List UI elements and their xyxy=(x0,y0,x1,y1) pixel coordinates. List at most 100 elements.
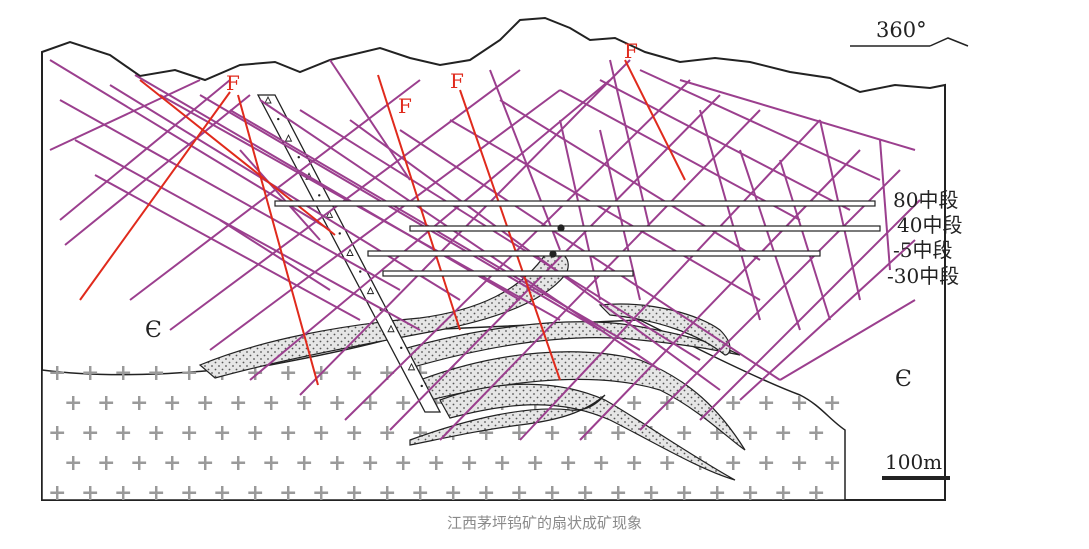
svg-text:+: + xyxy=(312,480,330,506)
svg-text:+: + xyxy=(64,390,82,416)
svg-text:+: + xyxy=(180,480,198,506)
svg-text:+: + xyxy=(180,360,198,386)
svg-text:+: + xyxy=(460,450,478,476)
svg-text:+: + xyxy=(48,480,66,506)
svg-text:+: + xyxy=(279,420,297,446)
svg-text:+: + xyxy=(328,390,346,416)
svg-text:+: + xyxy=(394,390,412,416)
svg-text:+: + xyxy=(295,450,313,476)
svg-text:+: + xyxy=(807,420,825,446)
level-neg5-tunnel xyxy=(367,250,821,257)
svg-text:+: + xyxy=(757,390,775,416)
fault-set xyxy=(79,59,686,386)
svg-text:+: + xyxy=(526,450,544,476)
level-neg30-tunnel xyxy=(382,270,634,277)
svg-text:+: + xyxy=(295,390,313,416)
granite-cross-pattern: + + + + + + + + + + + + + + + + + + + + + + + + + + + + + + + + + + + + + + + +… xyxy=(48,360,841,506)
svg-text:+: + xyxy=(790,390,808,416)
svg-text:+: + xyxy=(708,480,726,506)
svg-text:+: + xyxy=(757,450,775,476)
svg-text:+: + xyxy=(576,480,594,506)
svg-text:+: + xyxy=(147,480,165,506)
svg-text:+: + xyxy=(196,450,214,476)
svg-text:+: + xyxy=(576,420,594,446)
level-80-tunnel xyxy=(274,200,876,207)
fault-label-4: F xyxy=(624,39,638,63)
svg-text:+: + xyxy=(64,450,82,476)
svg-text:+: + xyxy=(345,360,363,386)
svg-text:+: + xyxy=(163,450,181,476)
level-40-tunnel xyxy=(409,225,881,232)
svg-text:+: + xyxy=(510,480,528,506)
svg-text:+: + xyxy=(48,360,66,386)
svg-text:+: + xyxy=(724,390,742,416)
svg-text:+: + xyxy=(559,450,577,476)
svg-text:+: + xyxy=(246,420,264,446)
fault-label-3: F xyxy=(450,69,464,93)
svg-text:+: + xyxy=(609,480,627,506)
scale-bar: 100m xyxy=(882,450,950,480)
svg-text:+: + xyxy=(147,360,165,386)
svg-text:+: + xyxy=(642,480,660,506)
drill-point-upper xyxy=(557,224,565,232)
svg-text:+: + xyxy=(543,480,561,506)
fault-label-1: F xyxy=(226,71,240,95)
mine-levels xyxy=(274,200,881,277)
svg-text:+: + xyxy=(130,390,148,416)
svg-text:+: + xyxy=(114,480,132,506)
svg-text:+: + xyxy=(229,390,247,416)
svg-text:+: + xyxy=(246,480,264,506)
svg-text:+: + xyxy=(427,450,445,476)
svg-text:+: + xyxy=(543,420,561,446)
svg-text:+: + xyxy=(394,450,412,476)
svg-text:+: + xyxy=(81,360,99,386)
svg-text:+: + xyxy=(477,480,495,506)
svg-text:+: + xyxy=(675,420,693,446)
svg-text:+: + xyxy=(229,450,247,476)
svg-text:+: + xyxy=(823,450,841,476)
svg-text:+: + xyxy=(345,420,363,446)
svg-text:+: + xyxy=(163,390,181,416)
level-label-neg5: -5中段 xyxy=(893,238,952,262)
svg-text:+: + xyxy=(625,390,643,416)
svg-text:+: + xyxy=(790,450,808,476)
svg-text:+: + xyxy=(114,420,132,446)
svg-text:+: + xyxy=(262,450,280,476)
strata-symbol-right: Є xyxy=(895,367,912,392)
svg-text:+: + xyxy=(213,420,231,446)
scale-label: 100m xyxy=(885,450,942,474)
svg-text:+: + xyxy=(741,480,759,506)
quartz-vein-set xyxy=(49,59,921,441)
orebody-fan-4 xyxy=(409,394,606,446)
svg-text:+: + xyxy=(493,450,511,476)
svg-text:+: + xyxy=(279,480,297,506)
svg-text:+: + xyxy=(328,450,346,476)
svg-text:+: + xyxy=(97,450,115,476)
level-label-neg30: -30中段 xyxy=(887,264,959,288)
svg-text:+: + xyxy=(378,420,396,446)
svg-text:+: + xyxy=(724,450,742,476)
strata-symbol-left: Є xyxy=(145,318,162,343)
svg-text:+: + xyxy=(658,450,676,476)
svg-text:+: + xyxy=(180,420,198,446)
svg-text:+: + xyxy=(196,390,214,416)
svg-text:+: + xyxy=(81,480,99,506)
level-label-40: 40中段 xyxy=(897,213,962,237)
svg-text:+: + xyxy=(378,480,396,506)
orebody-fan-3 xyxy=(439,383,736,481)
svg-text:+: + xyxy=(378,360,396,386)
svg-text:+: + xyxy=(444,480,462,506)
svg-text:+: + xyxy=(48,420,66,446)
svg-text:+: + xyxy=(213,480,231,506)
triangle-pattern-icon xyxy=(264,95,423,388)
svg-text:+: + xyxy=(774,480,792,506)
svg-text:+: + xyxy=(114,360,132,386)
north-arrow-icon: 360° xyxy=(850,18,969,47)
fault-label-2: F xyxy=(398,94,412,118)
svg-text:+: + xyxy=(97,390,115,416)
svg-text:+: + xyxy=(361,450,379,476)
svg-text:+: + xyxy=(361,390,379,416)
svg-text:+: + xyxy=(345,480,363,506)
svg-text:+: + xyxy=(592,450,610,476)
svg-text:+: + xyxy=(130,450,148,476)
